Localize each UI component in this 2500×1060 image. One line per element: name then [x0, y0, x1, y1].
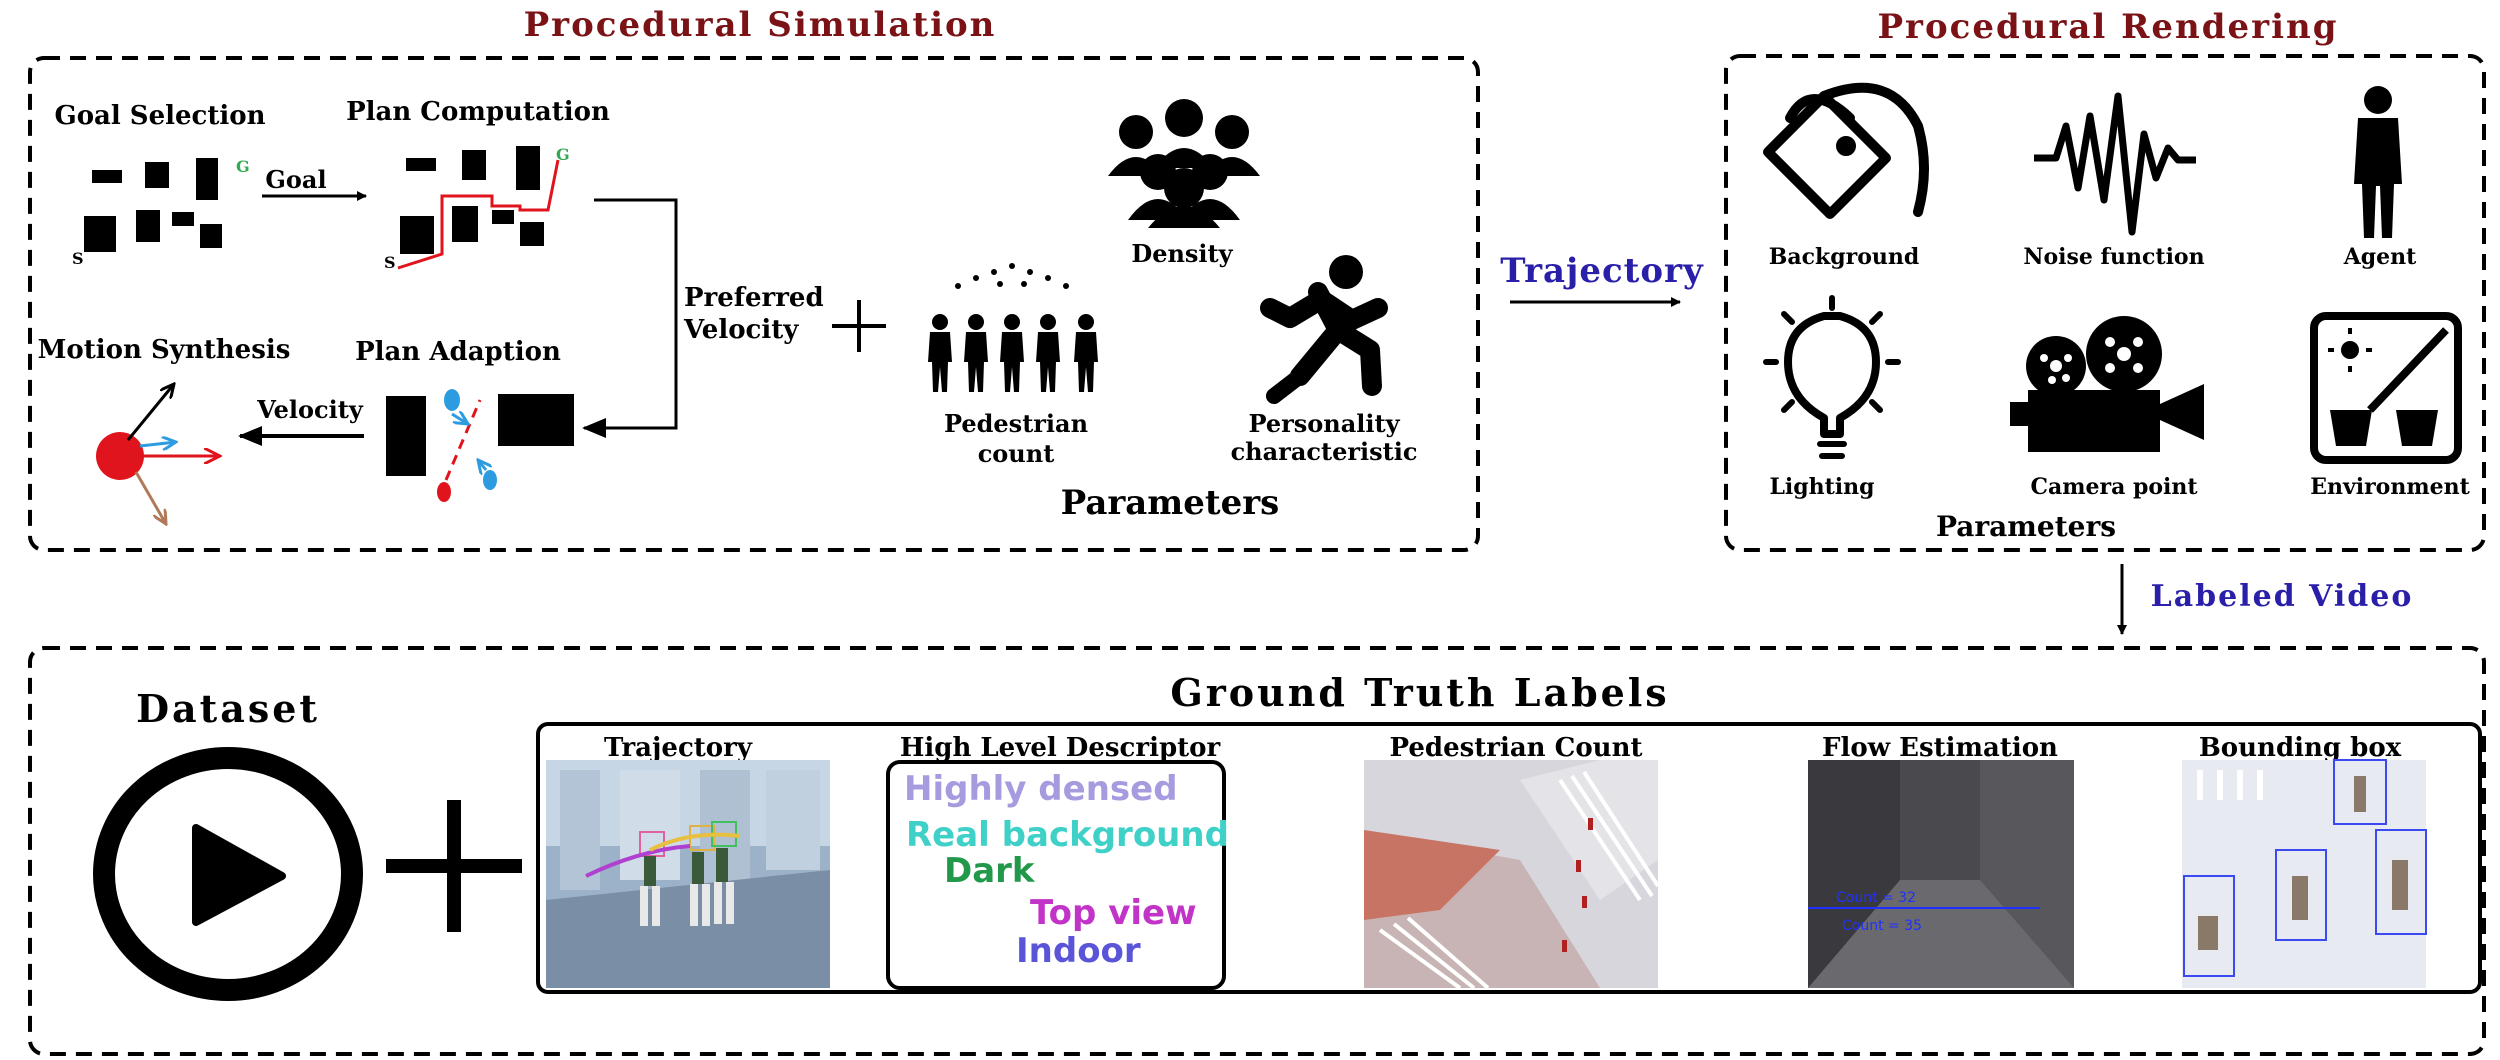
preferred-velocity-line1: Preferred	[684, 283, 824, 313]
blue-dir-bottom	[478, 460, 486, 470]
adaption-red-dash	[444, 399, 482, 481]
goal-arrow-label: Goal	[265, 165, 326, 194]
pedestrian-count-thumbnail	[1364, 760, 1660, 990]
trajectory-arrow-label: Trajectory	[1500, 251, 1704, 291]
motion-vector-brown	[134, 471, 166, 524]
descriptor-item: Highly densed	[904, 769, 1178, 809]
descriptor-item: Top view	[1030, 893, 1197, 933]
simulation-parameters-label: Parameters	[1061, 483, 1280, 523]
flow-estimation-thumbnail: Count = 32 Count = 35	[1808, 760, 2074, 988]
goal-marker: G	[236, 157, 250, 176]
blue-agent-top	[444, 389, 460, 411]
gt-bounding-box-label: Bounding box	[2199, 733, 2402, 763]
lighting-icon	[1763, 295, 1901, 459]
plus-icon-dataset	[386, 800, 522, 932]
preferred-velocity-connector	[582, 198, 678, 438]
plan-adaption-label: Plan Adaption	[355, 337, 561, 367]
motion-vector-blue	[139, 442, 176, 446]
plan-computation-label: Plan Computation	[346, 97, 610, 127]
lighting-label: Lighting	[1769, 474, 1874, 500]
plan-goal-marker: G	[556, 145, 570, 164]
plan-start-marker: S	[384, 253, 396, 272]
pedestrian-count-icon	[928, 263, 1098, 392]
flow-count-down: Count = 35	[1842, 918, 1922, 934]
personality-icon	[1260, 255, 1388, 404]
personality-line1: Personality	[1248, 409, 1400, 438]
environment-icon	[2310, 312, 2462, 464]
adaption-block-left	[386, 396, 426, 476]
background-label: Background	[1769, 244, 1920, 270]
noise-function-icon	[2034, 92, 2196, 236]
motion-agent	[96, 432, 144, 480]
procedural-simulation-frame	[28, 56, 1480, 552]
red-agent-small	[437, 482, 451, 502]
motion-synthesis-label: Motion Synthesis	[38, 335, 291, 365]
plan-computation-map	[400, 146, 544, 254]
gt-descriptor-label: High Level Descriptor	[900, 733, 1221, 763]
background-icon	[1763, 82, 1929, 219]
adaption-block-right	[498, 394, 574, 446]
camera-point-label: Camera point	[2030, 474, 2198, 500]
labeled-video-label: Labeled Video	[2151, 579, 2414, 614]
camera-point-icon	[2010, 316, 2204, 452]
gt-flow-estimation-label: Flow Estimation	[1822, 733, 2058, 763]
preferred-velocity-line2: Velocity	[683, 315, 799, 345]
goal-selection-label: Goal Selection	[54, 101, 265, 131]
blue-agent-bottom	[483, 470, 497, 490]
flow-count-up: Count = 32	[1836, 890, 1916, 906]
descriptor-item: Indoor	[1016, 931, 1141, 971]
dataset-frame	[28, 646, 2486, 1056]
agent-label: Agent	[2343, 244, 2417, 270]
procedural-rendering-title: Procedural Rendering	[1877, 7, 2338, 47]
descriptor-item: Dark	[944, 851, 1036, 891]
environment-label: Environment	[2310, 474, 2470, 500]
planned-path	[397, 159, 560, 270]
start-marker: S	[72, 249, 84, 268]
velocity-label: Velocity	[256, 395, 364, 424]
procedural-rendering-frame	[1724, 54, 2486, 552]
bounding-box-thumbnail	[2182, 759, 2427, 988]
ground-truth-title: Ground Truth Labels	[1170, 670, 1669, 715]
agent-icon	[2354, 86, 2402, 238]
density-label: Density	[1131, 239, 1233, 268]
noise-function-label: Noise function	[2023, 244, 2204, 270]
trajectory-thumbnail	[546, 760, 830, 988]
gt-pedestrian-count-label: Pedestrian Count	[1390, 733, 1643, 763]
density-icon	[1108, 99, 1260, 228]
play-icon	[93, 747, 363, 1001]
pedestrian-count-line1: Pedestrian	[944, 409, 1088, 438]
dataset-title: Dataset	[136, 686, 320, 731]
pedestrian-count-line2: count	[978, 439, 1055, 468]
blue-dir-top	[451, 414, 468, 424]
goal-selection-map	[84, 158, 222, 252]
motion-vector-black	[126, 384, 174, 441]
descriptor-item: Real background	[906, 815, 1229, 855]
gt-trajectory-label: Trajectory	[604, 733, 753, 763]
personality-line2: characteristic	[1231, 437, 1418, 466]
rendering-parameters-label: Parameters	[1936, 510, 2116, 543]
procedural-simulation-title: Procedural Simulation	[524, 5, 997, 45]
plus-icon-simulation	[832, 300, 886, 352]
descriptor-box	[886, 760, 1226, 990]
ground-truth-frame	[536, 722, 2482, 994]
